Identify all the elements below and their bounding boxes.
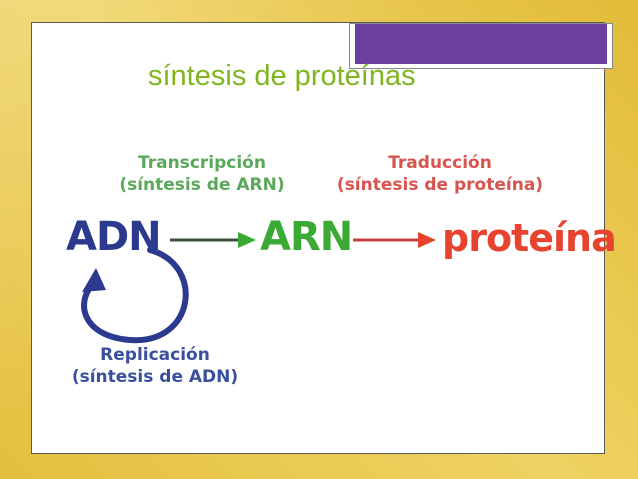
transcription-arrow [170,232,256,248]
replication-label: Replicación (síntesis de ADN) [60,344,250,388]
slide-canvas [31,22,613,454]
translation-title: Traducción [388,153,492,173]
slide-title: síntesis de proteínas [148,60,416,92]
protein-node: proteína [442,216,617,260]
replication-arrow [81,247,189,344]
transcription-label: Transcripción (síntesis de ARN) [112,152,292,196]
translation-label: Traducción (síntesis de proteína) [330,152,550,196]
translation-subtitle: (síntesis de proteína) [336,175,544,195]
title-accent-tab [349,23,613,69]
replication-title: Replicación [100,345,210,365]
rna-node: ARN [260,214,353,260]
transcription-subtitle: (síntesis de ARN) [119,175,285,195]
dna-node: ADN [66,214,162,260]
translation-arrow [353,232,436,248]
title-accent-bar [355,24,607,64]
transcription-title: Transcripción [138,153,266,173]
replication-subtitle: (síntesis de ADN) [71,367,239,387]
